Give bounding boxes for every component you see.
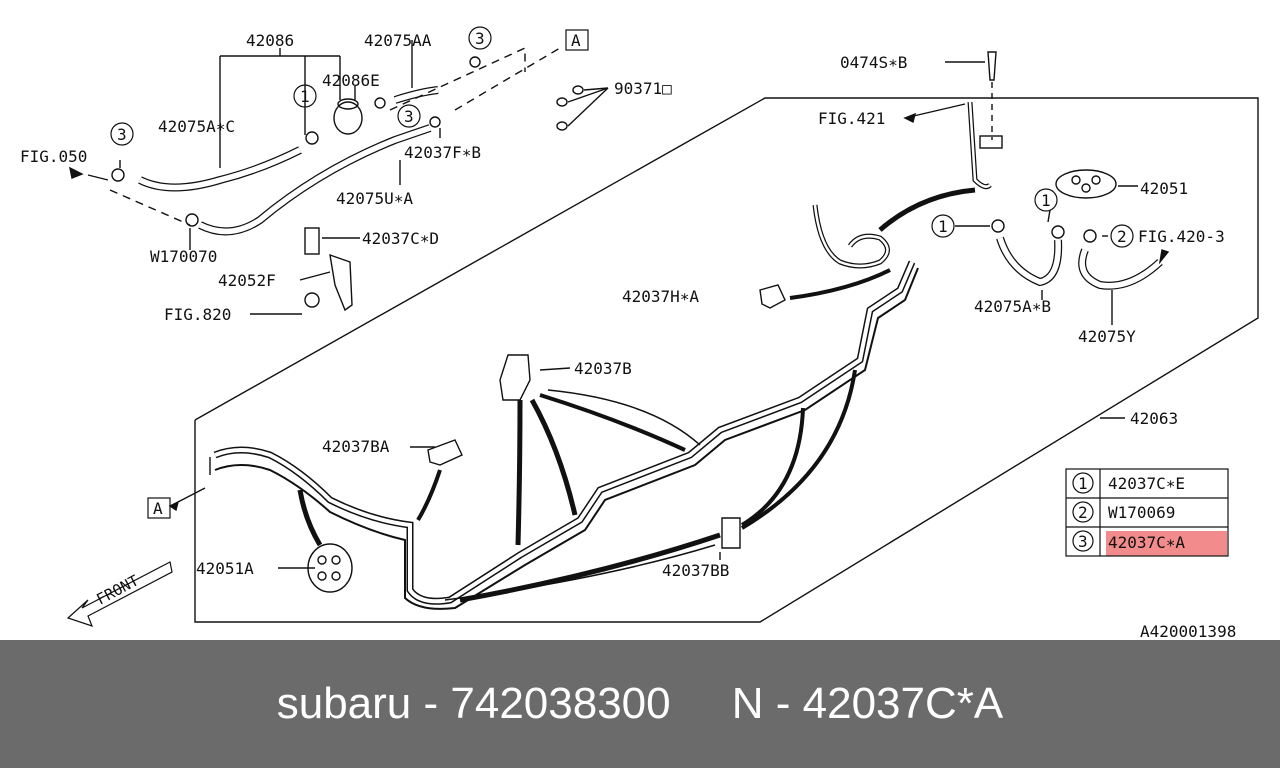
canister-42086: [333, 101, 363, 135]
bracket-42052F: [329, 253, 353, 312]
footer-part-number: 742038300: [450, 679, 671, 728]
label-90371: 90371□: [614, 79, 672, 98]
label-fig050: FIG.050: [20, 147, 87, 166]
label-42037FB: 42037F∗B: [404, 143, 481, 162]
callout-1-c: 1: [1041, 191, 1051, 210]
ref-box-a-left: [147, 497, 171, 519]
label-42037B: 42037B: [574, 359, 632, 378]
label-42037BA: 42037BA: [322, 437, 390, 456]
footer-brand: subaru: [276, 679, 412, 728]
footer-sep: -: [411, 679, 451, 728]
grommet-42051A: [307, 543, 353, 593]
label-42063: 42063: [1130, 409, 1178, 428]
fuel-lines-42063: [213, 260, 916, 605]
label-42037HA: 42037H∗A: [622, 287, 699, 306]
clip-42037BA: [427, 439, 463, 466]
ref-box-a-top: [565, 29, 589, 51]
label-W170070: W170070: [150, 247, 217, 266]
legend-num-2: 2: [1078, 503, 1088, 522]
clip-42037CD: [304, 227, 320, 255]
label-fig4203: FIG.420-3: [1138, 227, 1225, 246]
label-42075Y: 42075Y: [1078, 327, 1136, 346]
callout-3-b: 3: [404, 107, 414, 126]
label-42051: 42051: [1140, 179, 1188, 198]
callout-3-c: 3: [475, 29, 485, 48]
label-0474S: 0474S∗B: [840, 53, 907, 72]
clip-42037HA: [759, 284, 786, 309]
legend-part-1: 42037C∗E: [1108, 474, 1185, 493]
footer-gap: [671, 679, 732, 729]
callout-1-a: 1: [300, 87, 310, 106]
label-42051A: 42051A: [196, 559, 254, 578]
parts-diagram: A A 1 3 3 3 1 1 2 42086 42075AA 0474S∗B …: [20, 26, 1259, 640]
callout-3-a: 3: [117, 125, 127, 144]
legend-part-2: W170069: [1108, 503, 1175, 522]
label-fig820: FIG.820: [164, 305, 231, 324]
ref-a-top-label: A: [571, 31, 581, 50]
label-42037BB: 42037BB: [662, 561, 729, 580]
clip-42037BB: [721, 517, 741, 549]
label-42075AA: 42075AA: [364, 31, 432, 50]
bolt-0474S: [987, 51, 997, 81]
doc-code: A420001398: [1140, 622, 1236, 640]
label-42086: 42086: [246, 31, 294, 50]
label-42075UA: 42075U∗A: [336, 189, 413, 208]
legend-part-3: 42037C∗A: [1108, 533, 1185, 552]
label-42037CD: 42037C∗D: [362, 229, 439, 248]
label-front: FRONT: [93, 571, 141, 608]
footer-banner: subaru - 742038300 N - 42037C*A: [0, 640, 1280, 768]
label-fig421: FIG.421: [818, 109, 885, 128]
label-42075AB: 42075A∗B: [974, 297, 1051, 316]
frame-outline: [194, 97, 1259, 623]
clip-42037B: [499, 354, 531, 401]
label-42075AC: 42075A∗C: [158, 117, 235, 136]
grommet-42051: [1055, 169, 1117, 199]
ref-a-left-label: A: [153, 499, 163, 518]
legend-num-3: 3: [1078, 532, 1088, 551]
legend-num-1: 1: [1078, 474, 1088, 493]
legend-highlight: [1106, 531, 1227, 556]
callout-2-a: 2: [1117, 227, 1127, 246]
footer-note: N - 42037C*A: [731, 679, 1004, 728]
legend-table: 1 2 3 42037C∗E W170069 42037C∗A: [1065, 468, 1229, 557]
callout-1-b: 1: [938, 217, 948, 236]
label-42052F: 42052F: [218, 271, 276, 290]
label-42086E: 42086E: [322, 71, 380, 90]
